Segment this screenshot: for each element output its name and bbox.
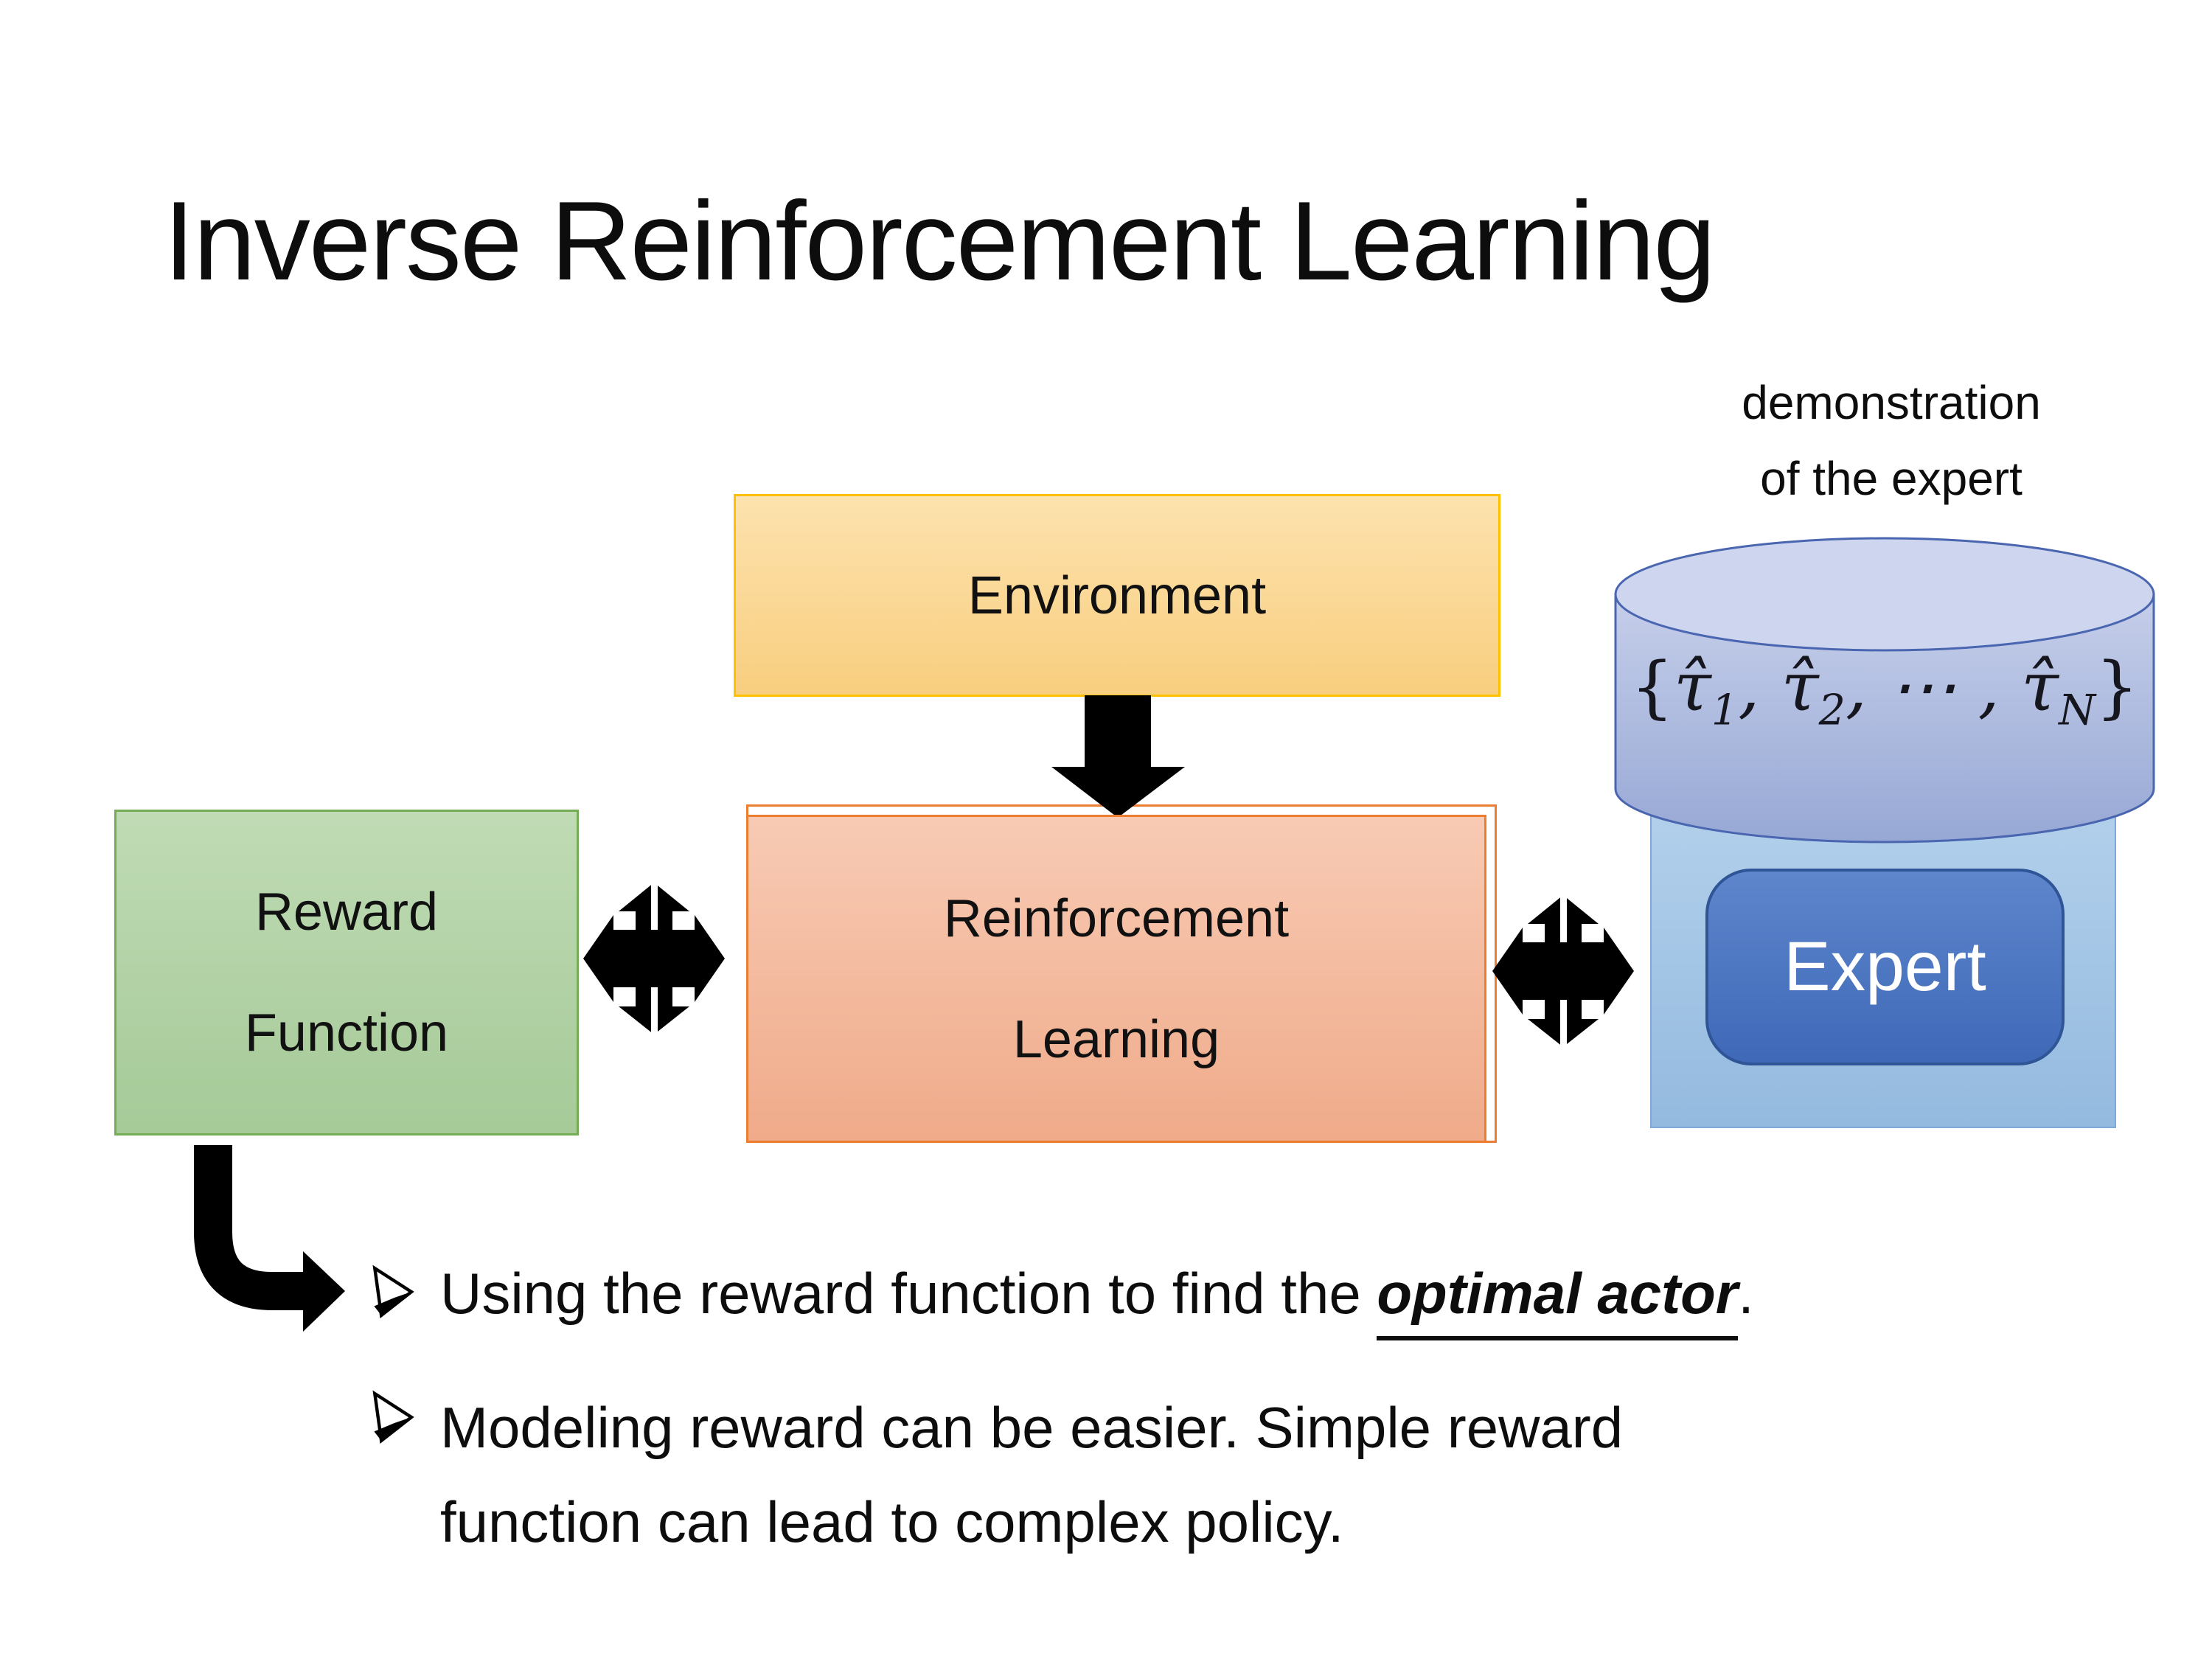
formula-sub1: 1 <box>1711 686 1739 735</box>
reward-label-line1: Reward <box>254 883 439 942</box>
formula-sep1: , <box>1738 647 1781 726</box>
down-arrow-icon <box>1051 695 1185 818</box>
page-title: Inverse Reinforcement Learning <box>164 178 1716 304</box>
formula-tau1: τ̂ <box>1674 647 1711 726</box>
formula-sub2: 2 <box>1818 686 1846 735</box>
demonstration-label-line2: of the expert <box>1760 452 2023 505</box>
rl-label-line1: Reinforcement <box>943 888 1290 948</box>
bullet-1-post: . <box>1738 1261 1754 1326</box>
formula-tau2: τ̂ <box>1781 647 1819 726</box>
double-arrow-icon-left <box>583 883 725 1034</box>
demonstration-label-line1: demonstration <box>1742 376 2041 429</box>
formula-open-brace: { <box>1630 647 1674 726</box>
double-arrow-icon-right <box>1492 895 1634 1047</box>
bent-arrow-icon <box>194 1145 345 1332</box>
arrowhead-bullet-icon <box>372 1390 414 1444</box>
environment-box: Environment <box>734 494 1500 697</box>
rl-label-line2: Learning <box>1012 1009 1220 1069</box>
arrowhead-bullet-icon <box>372 1265 414 1318</box>
bullet-2-text: Modeling reward can be easier. Simple re… <box>440 1395 1624 1554</box>
reward-label-line2: Function <box>244 1004 449 1062</box>
bullet-1-text: Using the reward function to find the op… <box>440 1255 1754 1340</box>
formula-close-brace: } <box>2095 647 2139 726</box>
formula-sep-mid: , ⋯ , <box>1845 647 2022 726</box>
reinforcement-learning-box: Reinforcement Learning <box>746 815 1486 1143</box>
bullet-1-emphasis: optimal actor <box>1377 1261 1739 1340</box>
trajectory-formula: {τ̂1, τ̂2, ⋯ , τ̂N} <box>1612 647 2157 734</box>
database-cylinder-icon <box>1614 537 2155 844</box>
expert-label: Expert <box>1784 928 1986 1006</box>
expert-button: Expert <box>1705 869 2065 1065</box>
bullet-item-1: Using the reward function to find the op… <box>371 1255 2155 1340</box>
bullet-item-2: Modeling reward can be easier. Simple re… <box>371 1380 1831 1569</box>
demonstration-label: demonstration of the expert <box>1618 365 2164 517</box>
bullet-1-pre: Using the reward function to find the <box>440 1261 1377 1326</box>
formula-subN: N <box>2059 686 2096 735</box>
formula-tauN: τ̂ <box>2021 647 2059 726</box>
environment-label: Environment <box>967 566 1267 625</box>
reward-function-box: Reward Function <box>114 810 579 1135</box>
